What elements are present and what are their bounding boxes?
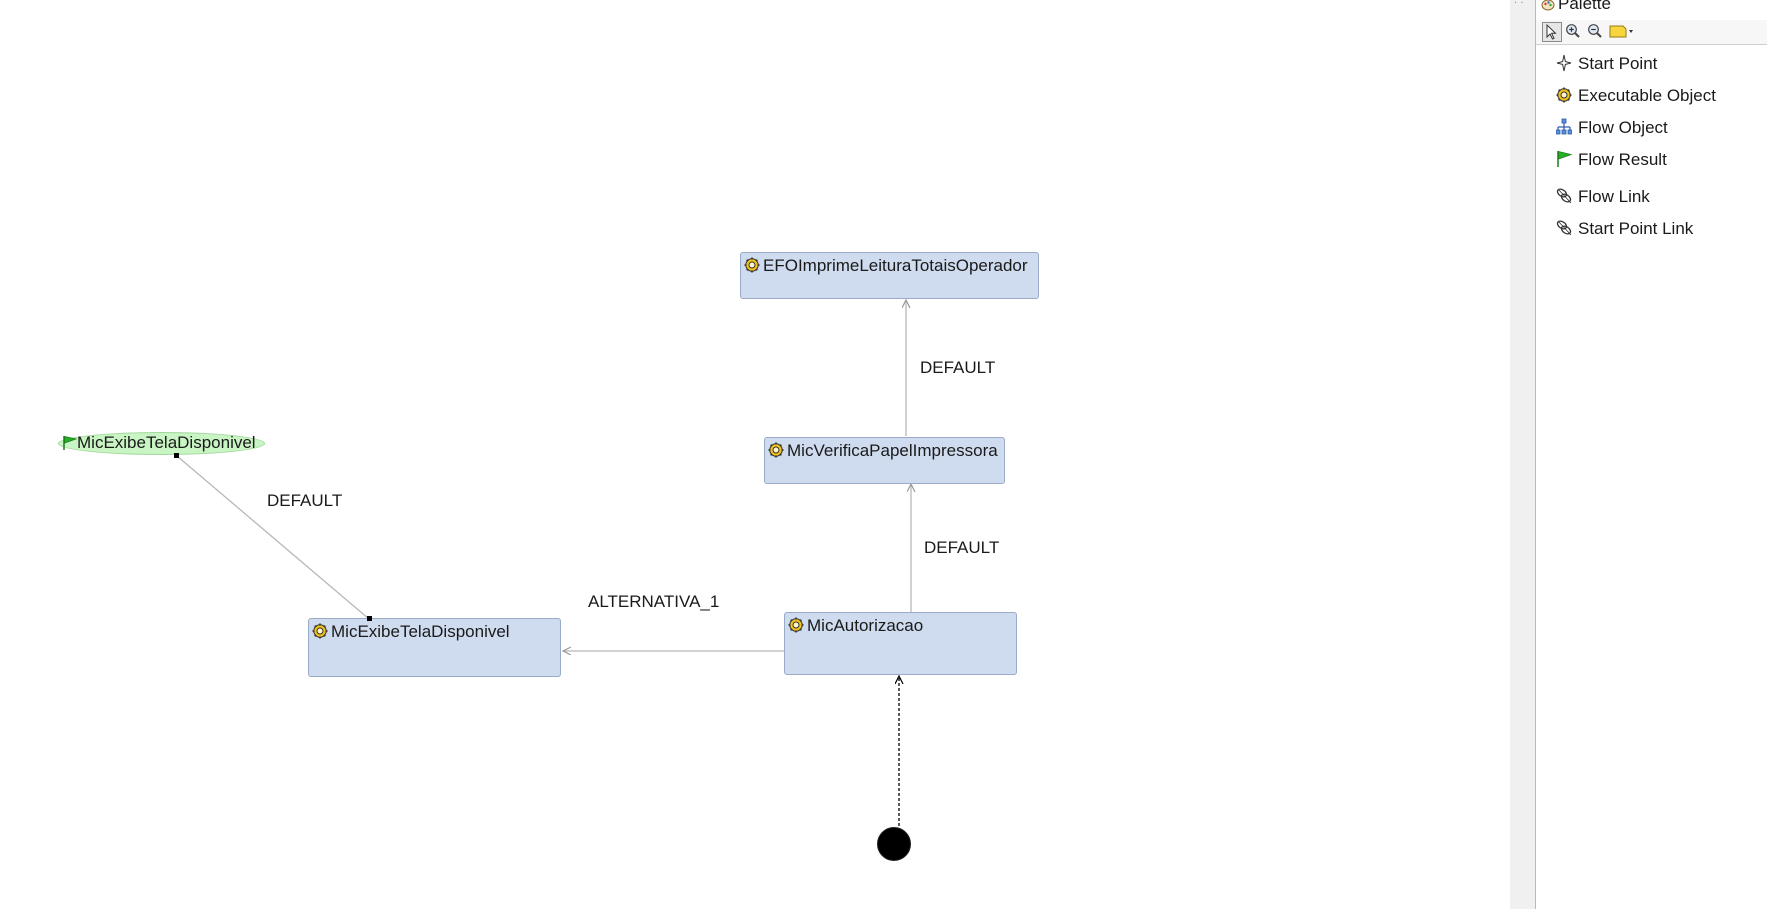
- flow-object-icon: [1556, 118, 1572, 135]
- palette-toolbar: [1536, 20, 1767, 45]
- palette-item-label: Executable Object: [1578, 86, 1716, 105]
- palette-item-label: Start Point Link: [1578, 219, 1694, 238]
- zoom-in-button[interactable]: [1564, 22, 1584, 42]
- node-label: MicAutorizacao: [807, 616, 924, 635]
- palette-item-flow-object[interactable]: Flow Object: [1536, 116, 1767, 142]
- node-label: MicVerificaPapelImpressora: [787, 441, 998, 460]
- zoom-in-icon: [1566, 24, 1580, 38]
- palette-panel: Palette: [1535, 0, 1767, 909]
- zoom-out-icon: [1588, 24, 1602, 38]
- edge-exibe-to-result[interactable]: [176, 455, 370, 620]
- start-point-node[interactable]: [877, 827, 911, 861]
- palette-item-label: Flow Link: [1578, 187, 1650, 206]
- edges-layer: [176, 0, 1510, 826]
- flow-result-node[interactable]: MicExibeTelaDisponivel: [58, 432, 265, 455]
- edge-label-autorizacao-to-verifica[interactable]: DEFAULT: [924, 538, 1000, 557]
- palette-item-label: Start Point: [1578, 54, 1658, 73]
- note-tool-button[interactable]: [1608, 22, 1638, 42]
- edge-label-verifica-to-efo[interactable]: DEFAULT: [920, 358, 996, 377]
- link-icon: [1556, 220, 1572, 236]
- executable-node-autorizacao[interactable]: MicAutorizacao: [784, 612, 1017, 675]
- palette-icon: [1541, 0, 1555, 11]
- palette-header[interactable]: Palette: [1536, 0, 1767, 14]
- node-label: MicExibeTelaDisponivel: [77, 433, 256, 452]
- palette-item-label: Flow Result: [1578, 150, 1667, 169]
- select-tool-button[interactable]: [1542, 22, 1562, 42]
- palette-item-flow-link[interactable]: Flow Link: [1536, 185, 1767, 211]
- palette-item-start-point-link[interactable]: Start Point Link: [1536, 217, 1767, 243]
- palette-title: Palette: [1558, 0, 1611, 13]
- diagram-canvas[interactable]: EFOImprimeLeituraTotaisOperador MicVerif…: [0, 0, 1510, 909]
- palette-sash[interactable]: · ·: [1510, 0, 1535, 909]
- palette-item-executable-object[interactable]: Executable Object: [1536, 84, 1767, 110]
- dropdown-arrow-icon: [1629, 30, 1633, 33]
- executable-node-exibe[interactable]: MicExibeTelaDisponivel: [308, 618, 561, 677]
- gear-icon: [312, 623, 328, 639]
- start-point-icon: [1556, 54, 1572, 72]
- palette-item-flow-result[interactable]: Flow Result: [1536, 148, 1767, 174]
- note-icon: [1609, 25, 1633, 38]
- edge-label-autorizacao-to-exibe[interactable]: ALTERNATIVA_1: [588, 592, 720, 611]
- zoom-out-button[interactable]: [1586, 22, 1606, 42]
- link-icon: [1556, 188, 1572, 204]
- flag-icon: [1557, 150, 1572, 167]
- gear-icon: [1556, 87, 1572, 103]
- palette-item-start-point[interactable]: Start Point: [1536, 52, 1767, 78]
- gear-icon: [768, 442, 784, 458]
- executable-node-verifica[interactable]: MicVerificaPapelImpressora: [764, 437, 1005, 484]
- node-label: MicExibeTelaDisponivel: [331, 622, 510, 641]
- flag-icon: [63, 436, 78, 450]
- edge-label-exibe-to-result[interactable]: DEFAULT: [267, 491, 343, 510]
- gear-icon: [788, 617, 804, 633]
- select-icon: [1546, 23, 1557, 40]
- connection-handle[interactable]: [367, 616, 372, 621]
- palette-item-label: Flow Object: [1578, 118, 1668, 137]
- svg-text:· ·: · ·: [1514, 0, 1524, 9]
- node-label: EFOImprimeLeituraTotaisOperador: [763, 256, 1028, 275]
- connection-handle[interactable]: [174, 453, 179, 458]
- gear-icon: [744, 257, 760, 273]
- executable-node-efo[interactable]: EFOImprimeLeituraTotaisOperador: [740, 252, 1039, 299]
